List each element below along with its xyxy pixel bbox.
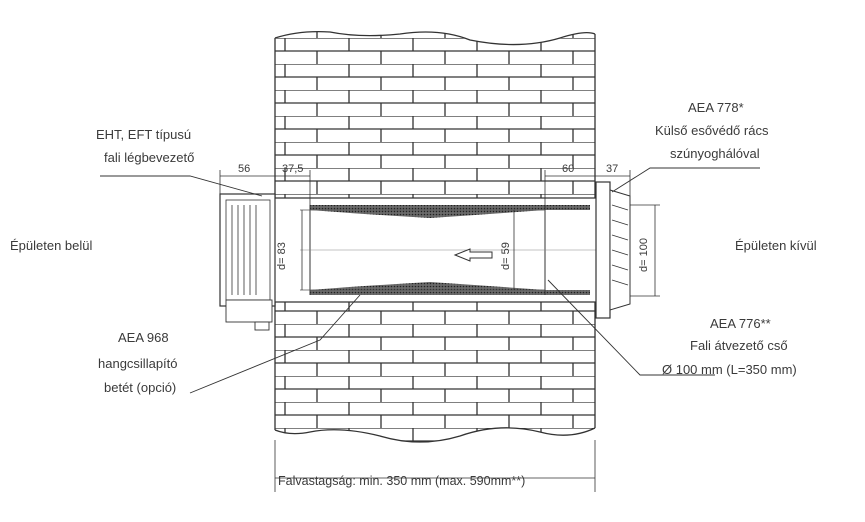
label-aea778-line3: szúnyoghálóval (670, 146, 760, 161)
label-aea776-line1: AEA 776** (710, 316, 771, 331)
outside-grille (595, 181, 631, 319)
dim-d59: d= 59 (500, 242, 512, 270)
label-eht-line1: EHT, EFT típusú (96, 127, 192, 142)
label-aea778-line1: AEA 778* (688, 100, 744, 115)
dimension-lines (219, 170, 660, 492)
label-aea778-line2: Külső esővédő rács (655, 123, 769, 138)
leader-lines (100, 167, 760, 394)
dim-37-5: 37,5 (282, 163, 304, 175)
dim-60: 60 (562, 163, 575, 175)
label-aea968-line1: AEA 968 (118, 330, 169, 345)
label-aea968-line2: hangcsillapító (98, 356, 178, 371)
label-outside: Épületen kívül (735, 238, 817, 253)
label-aea776-line3: Ø 100 mm (L=350 mm) (662, 362, 797, 377)
dim-37: 37 (606, 163, 619, 175)
label-aea968-line3: betét (opció) (104, 380, 177, 395)
label-inside: Épületen belül (10, 238, 93, 253)
label-wall-thickness: Falvastagság: min. 350 mm (max. 590mm**) (278, 474, 526, 488)
dim-d83: d= 83 (276, 242, 288, 270)
inside-air-inlet-unit (219, 193, 276, 331)
label-aea776-line2: Fali átvezető cső (690, 338, 788, 353)
silencer-insert (309, 205, 590, 295)
label-eht-line2: fali légbevezető (104, 150, 195, 165)
dim-d100: d= 100 (638, 238, 650, 272)
airflow-arrow (453, 248, 493, 262)
dim-56: 56 (238, 163, 251, 175)
